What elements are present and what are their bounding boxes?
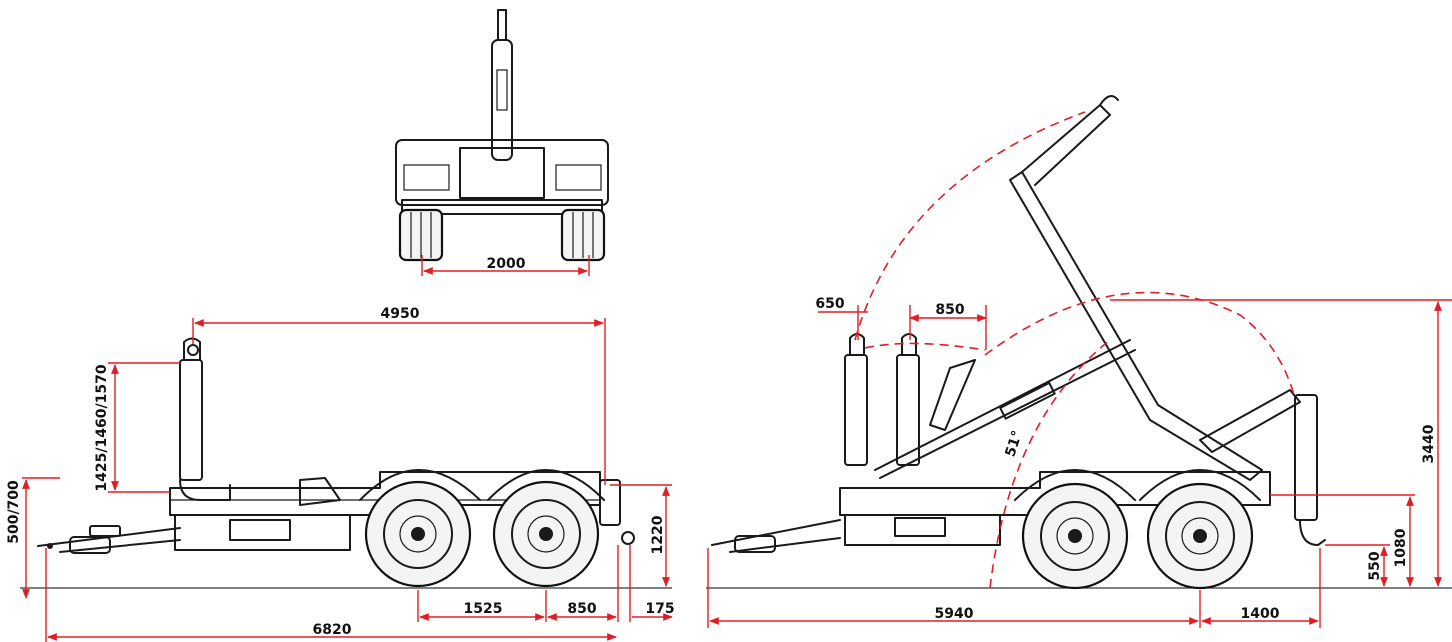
dim-hook-offset: 650 — [815, 296, 844, 312]
dim-track-width: 2000 — [487, 256, 526, 272]
dim-tilt-angle: 51° — [1002, 429, 1025, 459]
dim-hook-ground-height: 550 — [1367, 551, 1383, 580]
dim-rear-overhang: 175 — [645, 601, 674, 617]
dim-rear-length: 1400 — [1241, 606, 1280, 622]
dim-max-height: 3440 — [1421, 424, 1437, 463]
dim-arm-pivot-height: 1080 — [1393, 528, 1409, 567]
dim-hook-travel: 850 — [935, 302, 964, 318]
dim-overall-length: 6820 — [313, 622, 352, 638]
dim-wheelbase: 1525 — [464, 601, 503, 617]
front-view — [395, 9, 609, 276]
dim-rear-axle-to-end: 850 — [567, 601, 596, 617]
dim-frame-height: 1220 — [650, 515, 666, 554]
dim-hook-heights: 1425/1460/1570 — [94, 364, 110, 491]
left-side-view — [20, 318, 673, 642]
dim-front-length: 5940 — [935, 606, 974, 622]
right-side-view — [706, 95, 1452, 628]
dim-hook-reach: 4950 — [381, 306, 420, 322]
dim-drawbar-height: 500/700 — [6, 480, 22, 544]
